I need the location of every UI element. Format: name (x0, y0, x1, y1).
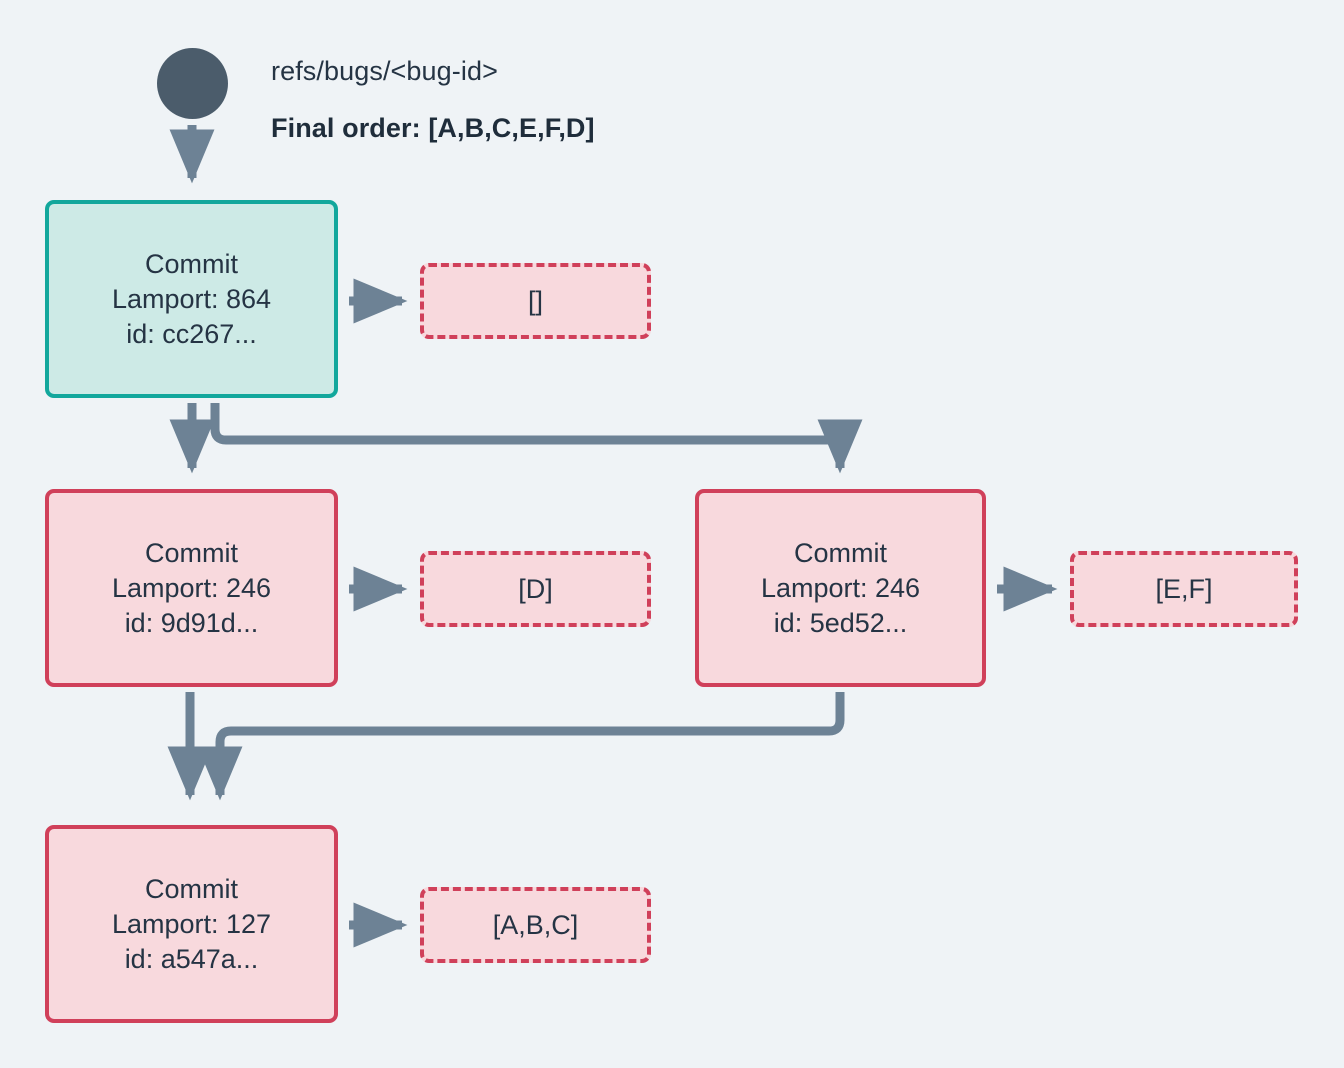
ref-root-circle-icon (157, 48, 228, 119)
commit-title: Commit (794, 537, 887, 568)
commit-lamport: Lamport: 864 (111, 283, 272, 314)
ref-name-label: refs/bugs/<bug-id> (271, 56, 498, 86)
commit-title: Commit (145, 873, 238, 904)
ops-list-9d91d: [D] (420, 551, 651, 627)
commit-node-cc267[interactable]: Commit Lamport: 864 id: cc267... (45, 200, 338, 398)
commit-hash: id: a547a... (124, 943, 259, 974)
ops-list-a547a: [A,B,C] (420, 887, 651, 963)
commit-title: Commit (145, 248, 238, 279)
commit-lamport: Lamport: 246 (760, 572, 921, 603)
commit-hash: id: 5ed52... (773, 607, 908, 638)
edge-commit1-to-commit3 (210, 403, 863, 474)
ops-list-5ed52: [E,F] (1070, 551, 1298, 627)
commit-title: Commit (145, 537, 238, 568)
commit-hash: id: cc267... (126, 318, 257, 349)
commit-lamport: Lamport: 246 (111, 572, 272, 603)
commit-lamport: Lamport: 127 (111, 908, 272, 939)
commit-node-9d91d[interactable]: Commit Lamport: 246 id: 9d91d... (45, 489, 338, 687)
final-order-label: Final order: [A,B,C,E,F,D] (271, 113, 595, 143)
commit-node-5ed52[interactable]: Commit Lamport: 246 id: 5ed52... (695, 489, 986, 687)
commit-hash: id: 9d91d... (124, 607, 259, 638)
commit-node-a547a[interactable]: Commit Lamport: 127 id: a547a... (45, 825, 338, 1023)
edge-commit3-to-commit4 (197, 692, 845, 801)
ops-list-cc267: [] (420, 263, 651, 339)
